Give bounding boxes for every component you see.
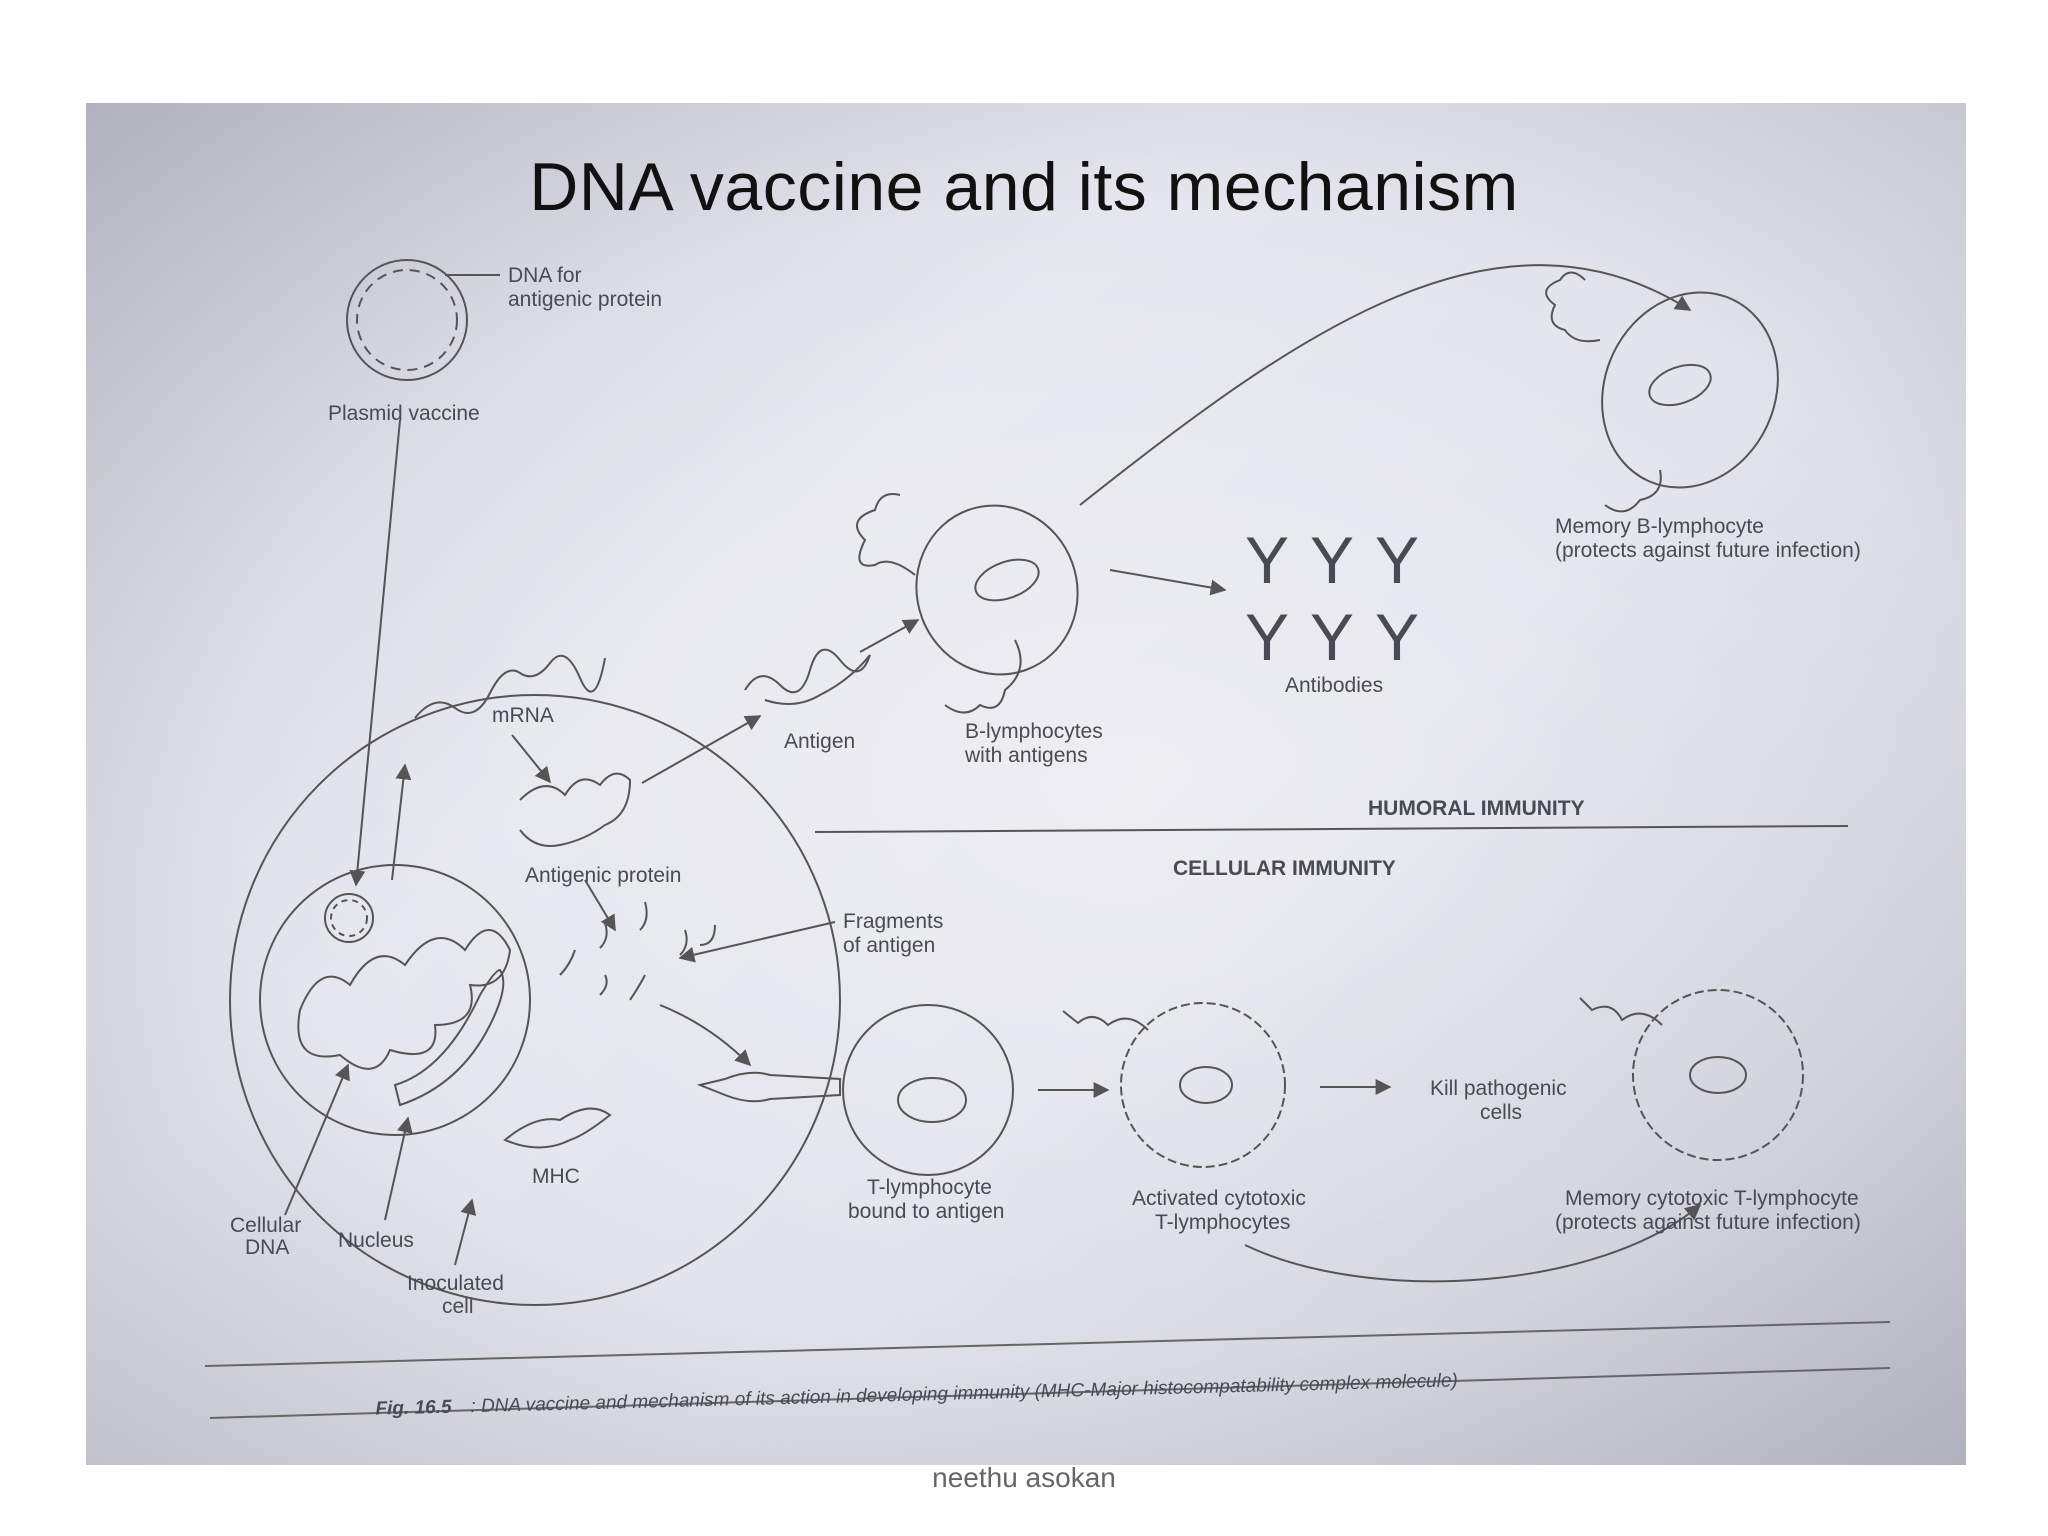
humoral-cellular-divider	[814, 825, 1849, 833]
label-memory-b: Memory B-lymphocyte	[1555, 515, 1764, 538]
arrow-fragments-pointer	[678, 921, 836, 963]
chromosome-strand	[393, 968, 505, 1107]
arrow-b-lymph-to-antibodies	[1109, 569, 1227, 596]
label-memory-cytotoxic: Memory cytotoxic T-lymphocyte	[1565, 1187, 1859, 1210]
pointer-cellular-dna	[284, 1063, 350, 1216]
antibody-icon: Y	[1375, 600, 1419, 674]
label-antigen: Antigen	[784, 730, 855, 753]
antigen-shape	[744, 648, 871, 705]
arrow-b-lymph-to-memory	[1079, 264, 1692, 506]
label-t-lymphocyte: T-lymphocyte	[867, 1176, 992, 1199]
label-cell: cell	[442, 1295, 474, 1318]
slide-title: DNA vaccine and its mechanism	[529, 149, 1519, 225]
pointer-nucleus	[384, 1116, 413, 1221]
label-memory-t-protects: (protects against future infection)	[1555, 1211, 1861, 1234]
arrow-protein-to-fragments	[584, 879, 616, 932]
pointer-inoculated-cell	[454, 1198, 477, 1266]
plasmid-in-nucleus	[324, 893, 374, 943]
arrow-to-mrna	[391, 763, 412, 881]
antibody-icon: Y	[1375, 523, 1419, 597]
mhc-molecule	[503, 1107, 612, 1149]
label-fragments: Fragments	[843, 910, 943, 933]
antibody-icon: Y	[1310, 523, 1354, 597]
label-memory-b-protects: (protects against future infection)	[1555, 539, 1861, 562]
label-nucleus: Nucleus	[338, 1229, 414, 1252]
arrow-activated-to-memory-t	[1244, 1203, 1702, 1283]
arrow-plasmid-to-cell	[349, 419, 401, 887]
label-activated-cytotoxic: Activated cytotoxic	[1132, 1187, 1306, 1210]
label-antigenic-protein: Antigenic protein	[525, 864, 681, 887]
label-inoculated: Inoculated	[407, 1272, 504, 1295]
arrow-antigen-to-b-lymph	[859, 619, 920, 653]
label-mhc: MHC	[532, 1165, 580, 1188]
slide-footer: neethu asokan	[932, 1462, 1116, 1493]
inoculated-cell-membrane	[229, 694, 841, 1306]
caption-top-rule	[204, 1321, 1891, 1367]
caption-fig-number: Fig. 16.5	[375, 1397, 452, 1420]
memory-cytotoxic-t-cell	[1579, 989, 1804, 1161]
label-cells: cells	[1480, 1101, 1522, 1124]
t-cell-receptor-bridge	[696, 1071, 841, 1103]
caption-bottom-rule	[209, 1367, 1891, 1419]
antibody-icon: Y	[1245, 600, 1289, 674]
t-lymphocyte-cell	[842, 1004, 1014, 1176]
mrna-strand	[414, 654, 606, 719]
antigen-fragments	[559, 901, 716, 1001]
label-dna: DNA	[245, 1236, 289, 1259]
antibody-icon: Y	[1310, 600, 1354, 674]
figure-caption: Fig. 16.5 : DNA vaccine and mechanism of…	[375, 1370, 1458, 1419]
label-of-antigen: of antigen	[843, 934, 935, 957]
plasmid-vaccine	[346, 259, 468, 381]
b-lymphocyte-cell	[856, 493, 1079, 714]
nucleus-membrane	[259, 864, 531, 1136]
label-humoral-immunity: HUMORAL IMMUNITY	[1368, 797, 1585, 820]
label-with-antigens: with antigens	[964, 744, 1088, 767]
label-t-lymphocytes: T-lymphocytes	[1155, 1211, 1290, 1234]
memory-b-lymphocyte-cell	[1545, 271, 1779, 513]
caption-text: : DNA vaccine and mechanism of its actio…	[470, 1370, 1458, 1417]
antibody-icon: Y	[1245, 523, 1289, 597]
label-kill-pathogenic: Kill pathogenic	[1430, 1077, 1567, 1100]
label-b-lymphocytes: B-lymphocytes	[965, 720, 1103, 743]
label-cellular: Cellular	[230, 1214, 301, 1237]
label-antigenic-protein-dna: antigenic protein	[508, 288, 662, 311]
arrow-protein-to-antigen	[641, 715, 762, 784]
arrow-fragments-to-mhc	[659, 1004, 752, 1067]
arrow-mrna-to-protein	[511, 734, 552, 784]
label-antibodies: Antibodies	[1285, 674, 1383, 697]
label-cellular-immunity: CELLULAR IMMUNITY	[1173, 857, 1396, 880]
antibody-grid: Y Y Y Y Y Y	[1245, 523, 1419, 674]
antigenic-protein-shape	[519, 772, 632, 847]
label-mrna: mRNA	[492, 704, 554, 727]
cellular-dna-coil	[297, 929, 512, 1070]
label-plasmid-vaccine: Plasmid vaccine	[328, 402, 480, 425]
label-bound-to-antigen: bound to antigen	[848, 1200, 1004, 1223]
label-dna-for: DNA for	[508, 264, 582, 287]
activated-cytotoxic-t-cell	[1062, 1002, 1286, 1168]
